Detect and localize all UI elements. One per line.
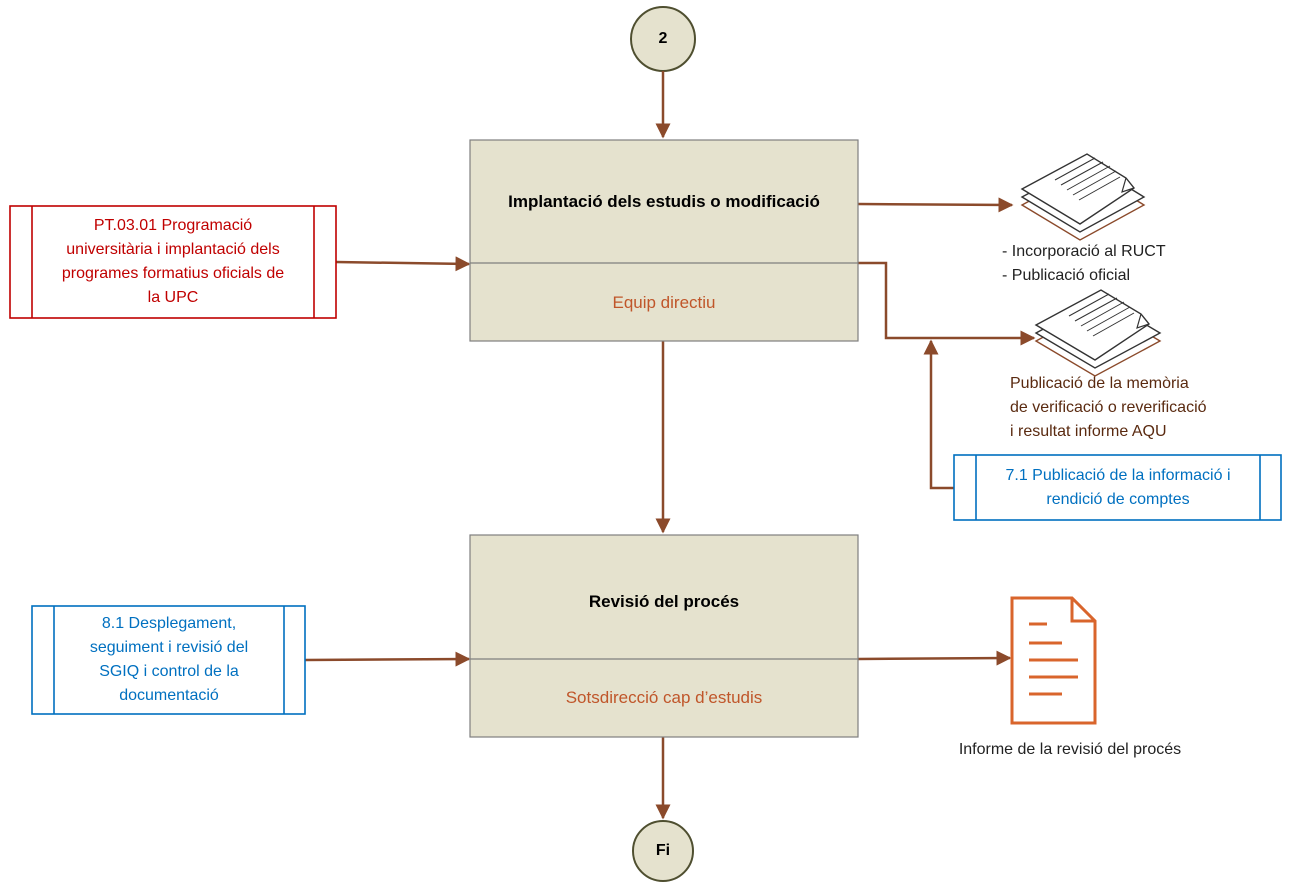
- arrow-pt0301-to-process-1: [335, 256, 471, 272]
- document-stack-icon: [1034, 289, 1162, 377]
- end-connector: [632, 820, 694, 882]
- memoria-line-3: i resultat informe AQU: [1010, 423, 1167, 440]
- pt0301-line-4: la UPC: [147, 289, 199, 306]
- process-1-title: Implantació dels estudis o modificació: [508, 192, 820, 211]
- arrow-process-2-to-informe: [857, 650, 1012, 666]
- arrow-81-to-process-2: [304, 651, 471, 667]
- memoria-output-label: Publicació de la memòria de verificació …: [1010, 372, 1280, 444]
- pt0301-box: [9, 205, 337, 319]
- proc-71-line-2: rendició de comptes: [1046, 491, 1190, 508]
- proc-81-line-2: seguiment i revisió del: [89, 639, 249, 656]
- memoria-line-1: Publicació de la memòria: [1010, 375, 1189, 392]
- arrow-71-to-memoria-line: [923, 339, 954, 490]
- arrow-process-1-to-ruct: [857, 197, 1014, 213]
- ruct-line-2: - Publicació oficial: [1002, 267, 1131, 284]
- memoria-line-2: de verificació o reverificació: [1010, 399, 1207, 416]
- process-1-box: [469, 139, 859, 342]
- pt0301-line-2: universitària i implantació dels: [66, 241, 280, 258]
- arrow-process-1-to-memoria: [858, 261, 1036, 346]
- proc-71-line-1: 7.1 Publicació de la informació i: [1005, 467, 1231, 484]
- proc-71-box: [953, 454, 1282, 521]
- proc-81-label: 8.1 Desplegament, seguiment i revisió de…: [54, 612, 284, 708]
- pt0301-line-3: programes formatius oficials de: [61, 265, 285, 282]
- informe-output-label: Informe de la revisió del procés: [958, 741, 1182, 758]
- proc-81-line-3: SGIQ i control de la: [99, 663, 239, 680]
- end-connector-label: Fi: [655, 842, 671, 859]
- start-connector-label: 2: [658, 30, 668, 47]
- ruct-line-1: - Incorporació al RUCT: [1002, 243, 1166, 260]
- pt0301-label: PT.03.01 Programació universitària i imp…: [32, 214, 314, 310]
- proc-81-box: [31, 605, 306, 715]
- document-icon: [1010, 596, 1097, 725]
- proc-71-label: 7.1 Publicació de la informació i rendic…: [976, 464, 1260, 512]
- process-1-responsible: Equip directiu: [612, 293, 716, 312]
- ruct-output-label: - Incorporació al RUCT - Publicació ofic…: [1002, 240, 1252, 288]
- proc-81-line-4: documentació: [119, 687, 219, 704]
- process-2-box: [469, 534, 859, 738]
- process-2-title: Revisió del procés: [588, 592, 740, 611]
- process-2-responsible: Sotsdirecció cap d’estudis: [565, 688, 763, 707]
- document-stack-icon: [1020, 153, 1146, 241]
- proc-81-line-1: 8.1 Desplegament,: [101, 615, 237, 632]
- pt0301-line-1: PT.03.01 Programació: [93, 217, 253, 234]
